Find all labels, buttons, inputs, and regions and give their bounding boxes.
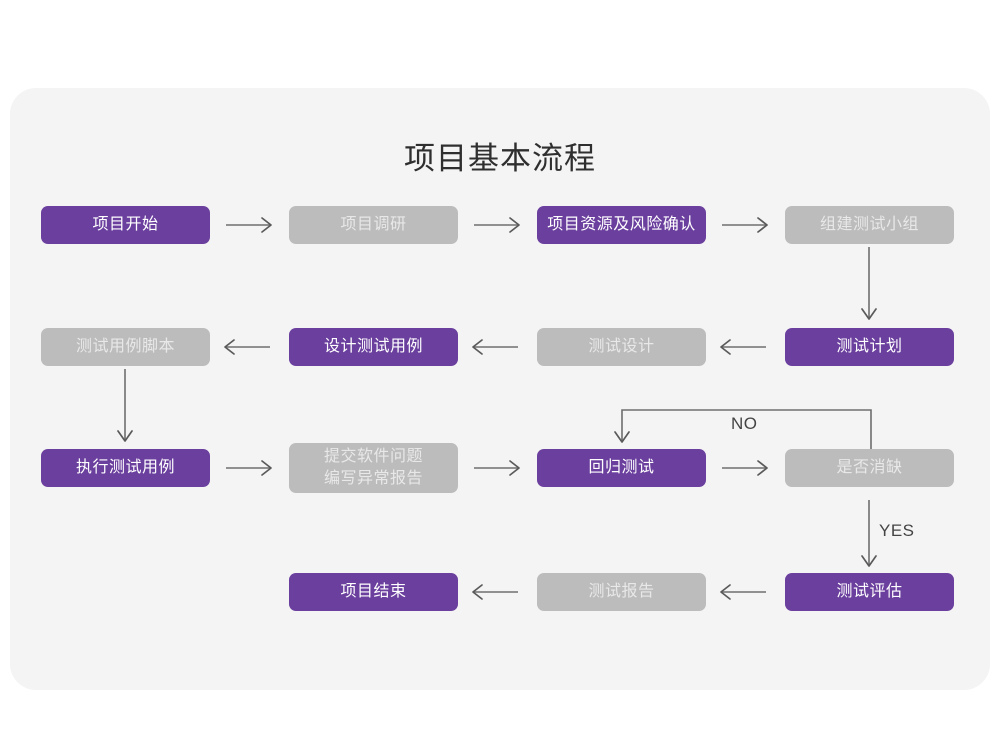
- edge-label-yes: YES: [879, 521, 915, 540]
- node-project-end[interactable]: 项目结束: [289, 573, 458, 611]
- node-test-case-script[interactable]: 测试用例脚本: [41, 328, 210, 366]
- node-form-test-team[interactable]: 组建测试小组: [785, 206, 954, 244]
- node-defect-cleared-decision[interactable]: 是否消缺: [785, 449, 954, 487]
- node-submit-issue-report[interactable]: 提交软件问题 编写异常报告: [289, 443, 458, 493]
- node-test-report[interactable]: 测试报告: [537, 573, 706, 611]
- node-test-design[interactable]: 测试设计: [537, 328, 706, 366]
- node-execute-test-cases[interactable]: 执行测试用例: [41, 449, 210, 487]
- node-project-start[interactable]: 项目开始: [41, 206, 210, 244]
- edge-label-no: NO: [731, 414, 758, 433]
- page-title: 项目基本流程: [404, 141, 596, 176]
- node-resource-risk-confirm[interactable]: 项目资源及风险确认: [537, 206, 706, 244]
- node-test-evaluation[interactable]: 测试评估: [785, 573, 954, 611]
- node-project-research[interactable]: 项目调研: [289, 206, 458, 244]
- node-test-plan[interactable]: 测试计划: [785, 328, 954, 366]
- node-regression-test[interactable]: 回归测试: [537, 449, 706, 487]
- node-design-test-cases[interactable]: 设计测试用例: [289, 328, 458, 366]
